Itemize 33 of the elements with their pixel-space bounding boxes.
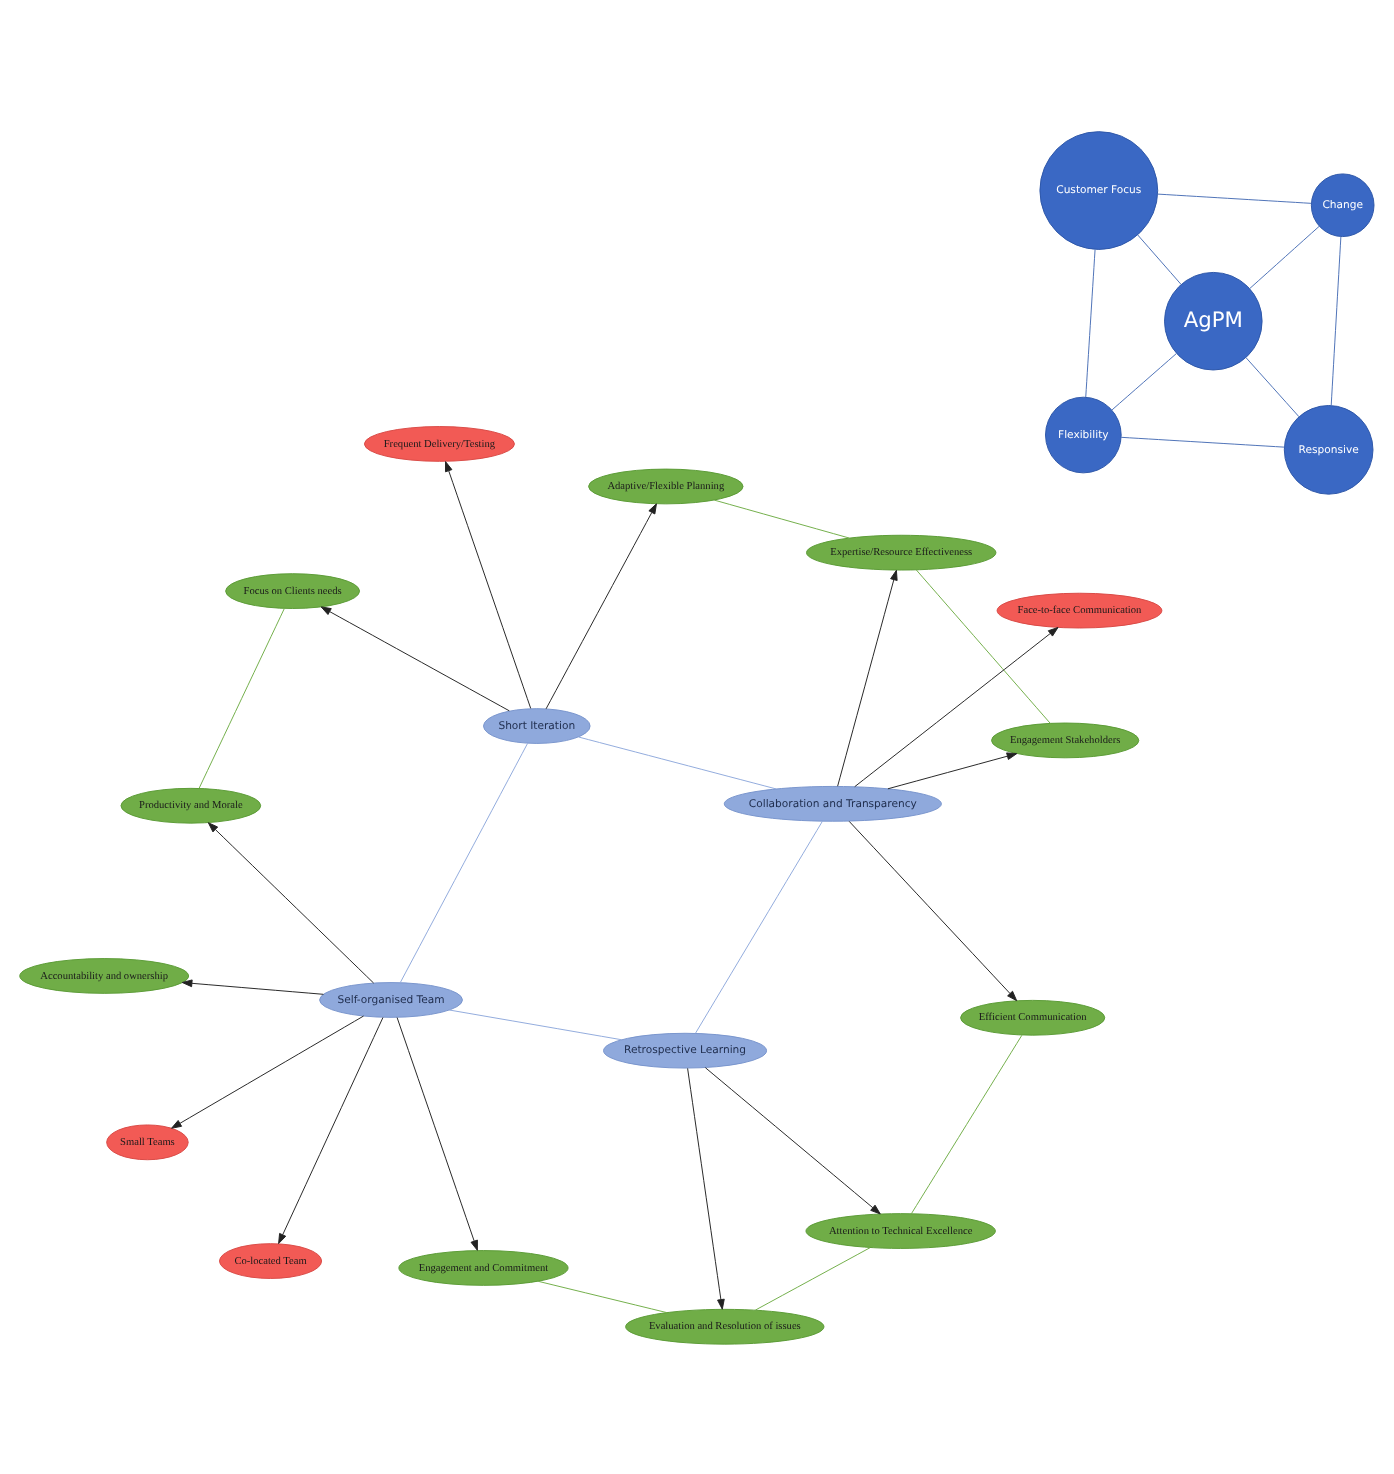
arrow <box>181 978 324 994</box>
connector <box>578 735 777 789</box>
connector <box>1249 224 1320 289</box>
connector <box>1330 235 1342 406</box>
connector <box>713 498 850 538</box>
arrow <box>854 625 1059 787</box>
connector <box>694 819 823 1033</box>
arrow <box>396 1016 478 1250</box>
arrow <box>848 819 1018 1001</box>
arrow <box>687 1066 725 1309</box>
arrow <box>278 1016 384 1244</box>
connector <box>1245 356 1300 417</box>
connector <box>198 607 285 788</box>
node-circle: AgPM <box>1164 270 1263 370</box>
arrow <box>171 1014 365 1128</box>
arrow <box>207 821 375 983</box>
connector <box>1157 192 1312 203</box>
connector <box>910 1033 1023 1214</box>
arrow <box>704 1066 881 1214</box>
connector <box>1120 435 1285 447</box>
connector <box>754 1246 871 1310</box>
connector <box>1085 248 1096 397</box>
arrow <box>320 605 510 711</box>
connector <box>448 1008 623 1040</box>
connector <box>915 568 1051 723</box>
connector <box>1137 233 1182 284</box>
connector <box>537 1279 668 1313</box>
arrow <box>837 568 898 786</box>
arrow <box>445 460 532 708</box>
arrow <box>887 751 1018 789</box>
arrow <box>545 502 657 709</box>
connector <box>399 741 529 982</box>
connector <box>1111 352 1177 410</box>
